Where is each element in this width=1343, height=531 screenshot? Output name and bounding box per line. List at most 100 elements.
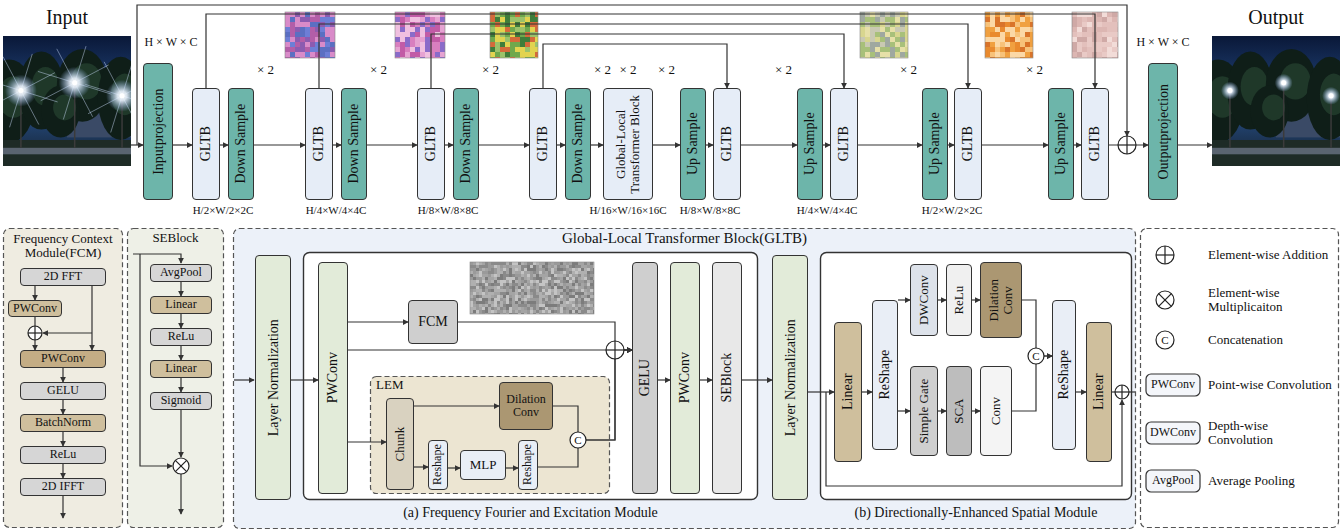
connector xyxy=(858,144,922,145)
pixel xyxy=(505,42,510,47)
pixel xyxy=(563,301,566,304)
legend-sample-box xyxy=(1146,422,1200,444)
pixel xyxy=(473,265,476,268)
box-label: GLTB xyxy=(1087,91,1102,197)
pixel xyxy=(566,277,569,280)
pixel xyxy=(572,304,575,307)
pixel xyxy=(503,268,506,271)
pixel xyxy=(485,268,488,271)
pixel xyxy=(584,286,587,289)
pixel xyxy=(1107,27,1112,32)
pixel xyxy=(557,295,560,298)
pixel xyxy=(542,289,545,292)
pixel xyxy=(512,271,515,274)
pixel xyxy=(482,262,485,265)
pixel xyxy=(482,271,485,274)
pixel xyxy=(1030,47,1033,52)
pixel xyxy=(295,37,300,42)
pixel xyxy=(494,280,497,283)
pixel xyxy=(395,27,400,32)
pixel xyxy=(515,268,518,271)
feature-map xyxy=(285,12,335,58)
pixel xyxy=(554,298,557,301)
label-slot: × 2 xyxy=(257,63,274,77)
pixel xyxy=(1000,47,1005,52)
label-slot: H/8×W/8×8C xyxy=(418,204,479,216)
pixel xyxy=(1087,52,1092,57)
pixel xyxy=(420,37,425,42)
pixel xyxy=(509,283,512,286)
pixel xyxy=(1087,17,1092,22)
pixel xyxy=(1102,12,1107,17)
pixel xyxy=(545,268,548,271)
pixel xyxy=(554,274,557,277)
pixel xyxy=(530,292,533,295)
pixel xyxy=(515,42,520,47)
pixel xyxy=(524,280,527,283)
pixel xyxy=(572,307,575,310)
pixel xyxy=(473,292,476,295)
box-label: Down Sample xyxy=(346,91,361,197)
panel-title: Input xyxy=(46,6,88,28)
pixel xyxy=(420,52,425,57)
pixel xyxy=(488,286,491,289)
pixel xyxy=(470,274,473,277)
pixel xyxy=(578,277,581,280)
pixel xyxy=(530,304,533,307)
pixel xyxy=(479,268,482,271)
pixel xyxy=(1005,17,1010,22)
pixel xyxy=(530,307,533,310)
pixel xyxy=(572,262,575,265)
pixel xyxy=(300,37,305,42)
pixel xyxy=(560,310,563,313)
box-label: GLTB xyxy=(198,91,213,197)
pixel xyxy=(470,307,473,310)
photo-foliage xyxy=(1320,74,1340,116)
pixel xyxy=(527,298,530,301)
pixel xyxy=(551,295,554,298)
image-panel: Input xyxy=(3,6,131,170)
pixel xyxy=(1102,52,1107,57)
panel-title: (a) Frequency Fourier and Excitation Mod… xyxy=(403,505,658,520)
pixel xyxy=(512,307,515,310)
pixel xyxy=(551,307,554,310)
pixel xyxy=(506,277,509,280)
pixel xyxy=(569,280,572,283)
label-slot: H/16×W/16×16C xyxy=(589,204,666,216)
connector xyxy=(414,466,428,467)
panel-frame xyxy=(128,229,224,528)
pixel xyxy=(1097,27,1102,32)
connector xyxy=(448,467,460,468)
pixel xyxy=(476,289,479,292)
connector xyxy=(367,144,417,145)
pixel xyxy=(554,307,557,310)
pixel xyxy=(330,32,335,37)
pixel xyxy=(542,298,545,301)
box-label: ReLu xyxy=(50,448,77,461)
connector xyxy=(557,144,565,145)
pixel xyxy=(1097,12,1102,17)
pixel xyxy=(476,304,479,307)
operation-box: Simple Gate xyxy=(910,366,938,456)
box-label: GELU xyxy=(637,265,652,491)
pixel xyxy=(539,265,542,268)
transformer-box: GLTB xyxy=(830,88,858,200)
pixel xyxy=(400,37,405,42)
pixel xyxy=(875,17,880,22)
pixel xyxy=(497,274,500,277)
pixel xyxy=(545,289,548,292)
pixel xyxy=(515,47,520,52)
pixel xyxy=(521,310,524,313)
box-label: PWConv xyxy=(13,302,57,315)
transformer-box: GLTB xyxy=(1081,88,1109,200)
pixel xyxy=(533,283,536,286)
pixel xyxy=(505,52,510,57)
projection-box: Inputprojection xyxy=(143,63,173,200)
pixel xyxy=(521,295,524,298)
pixel xyxy=(885,42,890,47)
pixel xyxy=(865,17,870,22)
connector xyxy=(543,44,727,88)
pixel xyxy=(524,268,527,271)
pixel xyxy=(1112,32,1117,37)
